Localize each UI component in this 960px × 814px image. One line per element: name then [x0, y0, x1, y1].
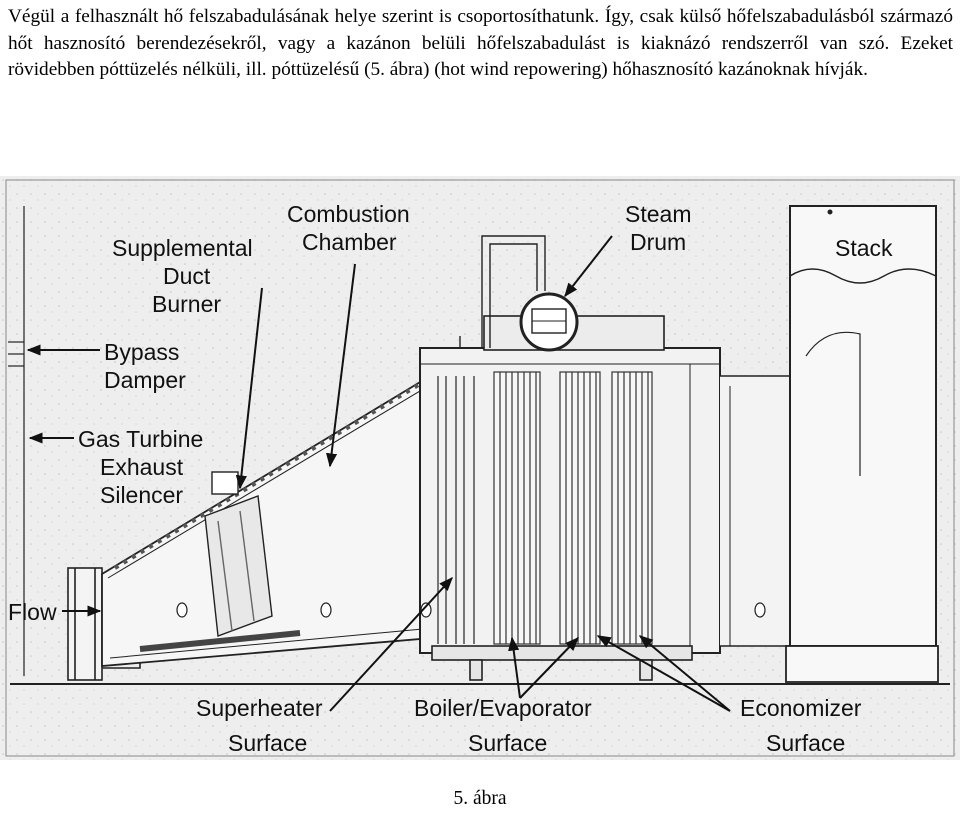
- hrsg-diagram: Supplemental Duct Burner Combustion Cham…: [0, 176, 960, 760]
- label-steam-2: Drum: [630, 229, 686, 255]
- label-economizer-1: Economizer: [740, 695, 862, 721]
- label-supplemental-3: Burner: [152, 291, 221, 317]
- superheater-bank: [437, 376, 475, 644]
- label-boiler-1: Boiler/Evaporator: [414, 695, 592, 721]
- label-economizer-2: Surface: [766, 730, 845, 756]
- label-supplemental-1: Supplemental: [112, 235, 253, 261]
- evaporator-bank-2: [559, 371, 601, 645]
- economizer-bank: [611, 371, 653, 645]
- label-gasturbine-2: Exhaust: [100, 454, 184, 480]
- hrsg-figure: Supplemental Duct Burner Combustion Cham…: [0, 176, 960, 760]
- figure-caption: 5. ábra: [453, 788, 507, 809]
- stack: [785, 205, 939, 683]
- label-flow: Flow: [8, 599, 57, 625]
- label-gasturbine-1: Gas Turbine: [78, 426, 203, 452]
- label-gasturbine-3: Silencer: [100, 482, 183, 508]
- label-bypass-1: Bypass: [104, 339, 179, 365]
- bypass-damper: [8, 206, 25, 676]
- label-superheater-1: Superheater: [196, 695, 323, 721]
- evaporator-bank-1: [493, 371, 541, 645]
- label-stack: Stack: [835, 235, 893, 261]
- steam-drum: [519, 292, 579, 352]
- label-superheater-2: Surface: [228, 730, 307, 756]
- lower-header: [431, 645, 693, 681]
- outlet-duct: [720, 375, 791, 647]
- inspection-ports: [176, 602, 766, 618]
- label-boiler-2: Surface: [468, 730, 547, 756]
- label-combustion-2: Chamber: [302, 229, 397, 255]
- label-bypass-2: Damper: [104, 367, 186, 393]
- label-combustion-1: Combustion: [287, 201, 410, 227]
- label-arrows: [26, 235, 731, 712]
- label-supplemental-2: Duct: [163, 263, 211, 289]
- label-steam-1: Steam: [625, 201, 691, 227]
- risers: [459, 235, 546, 348]
- inlet-duct: [67, 559, 141, 681]
- body-paragraph: Végül a felhasznált hő felszabadulásának…: [8, 6, 953, 80]
